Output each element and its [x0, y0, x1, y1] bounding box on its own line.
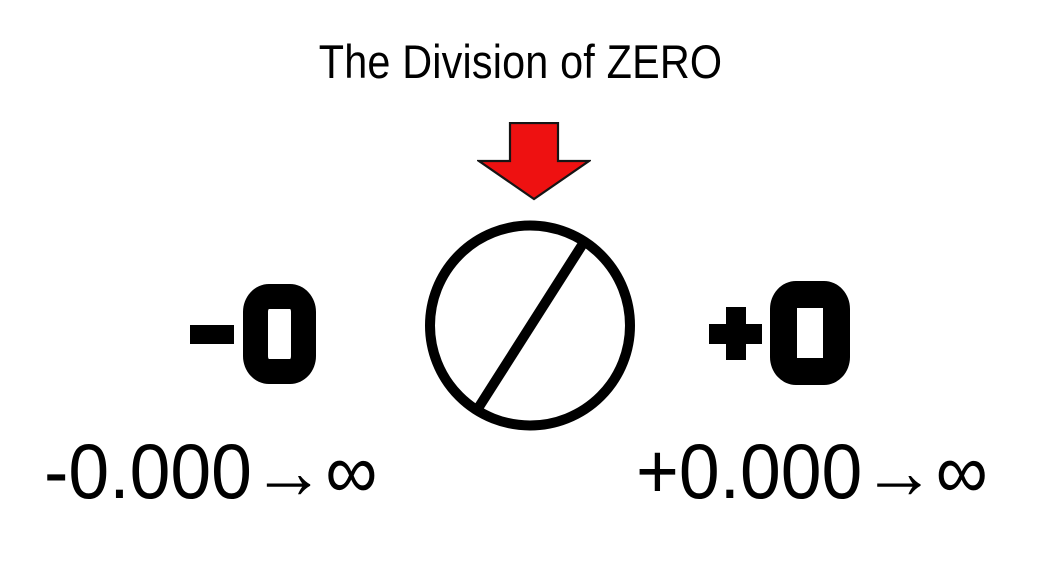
negative-zero-operand	[190, 282, 316, 386]
positive-zero-operand	[709, 281, 850, 385]
page-title: The Division of ZERO	[318, 35, 723, 88]
bold-zero-glyph	[243, 284, 316, 384]
red-down-arrow-icon	[477, 122, 591, 201]
negative-limit-expression: -0.000→∞	[44, 427, 378, 515]
plus-sign-icon	[709, 306, 762, 360]
slashed-circle-zero-icon	[424, 218, 636, 433]
bold-zero-glyph	[770, 281, 850, 385]
minus-sign-icon	[190, 324, 234, 344]
positive-limit-expression: +0.000→∞	[636, 427, 988, 515]
